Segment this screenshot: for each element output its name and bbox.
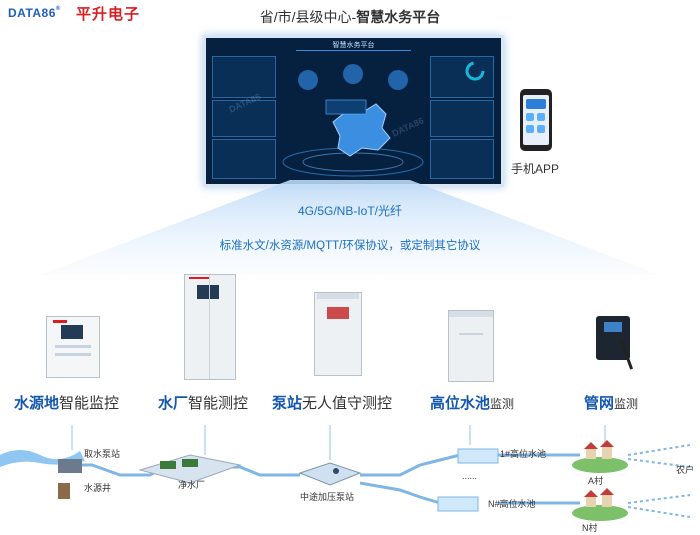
water-plant-icon xyxy=(138,454,242,484)
dashboard-panel-right-top xyxy=(430,56,494,98)
intake-pump-icon xyxy=(58,459,82,473)
protocol-label: 标准水文/水资源/MQTT/环保协议，或定制其它协议 xyxy=(219,240,481,252)
dashboard-title-bar xyxy=(296,38,411,51)
water-plant-control-cabinet xyxy=(184,274,236,380)
village-a-icon xyxy=(572,440,628,473)
dashboard-panel-right-mid xyxy=(430,100,494,137)
device-label-water-plant: 水厂智能测控 xyxy=(158,395,249,412)
label-village-n: N村 xyxy=(582,523,598,533)
label-tank-1: 1#高位水池 xyxy=(500,449,547,459)
village-n-icon xyxy=(572,488,628,521)
label-booster-station: 中途加压泵站 xyxy=(300,492,355,502)
dashboard-panel-left-bottom xyxy=(212,139,276,179)
device-label-high-tank: 高位水池监测 xyxy=(430,395,515,412)
dashboard-screen: 智慧水务平台 DATA86 DATA86 xyxy=(203,35,504,187)
device-label-water-source: 水源地智能监控 xyxy=(14,395,120,412)
dashboard-panel-right-bottom xyxy=(430,139,494,179)
dashboard-panel-left-top xyxy=(212,56,276,98)
label-dots: ...... xyxy=(462,471,478,481)
transmission-beam xyxy=(40,180,660,275)
logo-registered-mark: ® xyxy=(55,6,61,12)
mobile-phone xyxy=(520,89,552,151)
tank-n-icon xyxy=(437,496,479,512)
label-source-well: 水源井 xyxy=(84,483,112,493)
page-title: 省/市/县级中心-智慧水务平台 xyxy=(0,7,700,27)
title-prefix: 省/市/县级中心- xyxy=(259,9,357,25)
pump-station-cabinet xyxy=(314,292,362,376)
logo-text: DATA86 xyxy=(8,6,56,20)
source-well-icon xyxy=(58,483,70,499)
label-tank-n: N#高位水池 xyxy=(488,499,536,509)
water-source-control-box xyxy=(46,316,100,378)
title-bold: 智慧水务平台 xyxy=(356,9,441,25)
transport-label: 4G/5G/NB-IoT/光纤 xyxy=(297,204,403,218)
dashboard-map xyxy=(282,64,424,177)
label-intake-station: 取水泵站 xyxy=(84,449,121,459)
label-village-a: A村 xyxy=(588,476,604,486)
high-tank-cabinet xyxy=(448,310,494,382)
label-household: 农户 xyxy=(676,465,695,475)
dashboard-title: 智慧水务平台 xyxy=(332,42,375,49)
device-label-pipe-network: 管网监测 xyxy=(584,395,639,412)
dashboard-panel-left-mid xyxy=(212,100,276,137)
booster-station-icon xyxy=(298,462,362,486)
dashboard-gauge xyxy=(465,61,485,81)
phone-screen xyxy=(523,95,549,145)
mobile-app-label: 手机APP xyxy=(511,162,560,176)
tank-1-icon xyxy=(457,448,499,464)
pipeline-diagram xyxy=(0,425,691,521)
brand-logo-chinese: 平升电子 xyxy=(76,5,141,23)
brand-logo: DATA86® xyxy=(8,6,61,20)
device-label-pump-station: 泵站无人值守测控 xyxy=(272,395,393,412)
label-purification-plant: 净水厂 xyxy=(178,480,206,490)
